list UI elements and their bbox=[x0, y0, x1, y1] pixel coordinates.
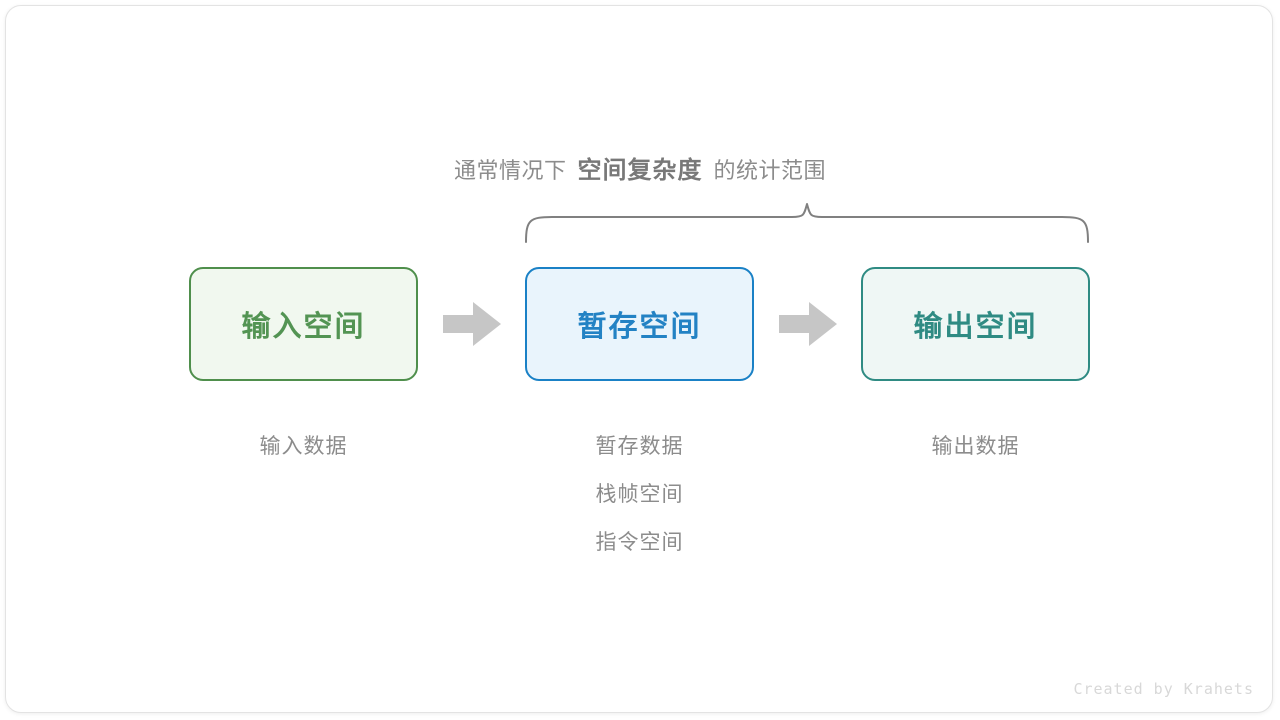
stage-box-output[interactable]: 输出空间 bbox=[861, 267, 1090, 381]
flow-arrow-temp-to-output bbox=[779, 299, 837, 349]
caption-line: 指令空间 bbox=[595, 531, 684, 554]
caption-line: 栈帧空间 bbox=[595, 483, 684, 506]
stage-box-temp-label: 暂存空间 bbox=[577, 311, 702, 343]
right-arrow-icon bbox=[443, 302, 501, 346]
stage-box-input[interactable]: 输入空间 bbox=[189, 267, 418, 381]
caption-group-temp: 暂存数据 栈帧空间 指令空间 bbox=[525, 423, 754, 567]
caption-line: 输出数据 bbox=[931, 435, 1020, 458]
stage-box-output-label: 输出空间 bbox=[913, 311, 1038, 343]
caption-line: 输入数据 bbox=[259, 435, 348, 458]
right-arrow-icon bbox=[779, 302, 837, 346]
brace-caption: 通常情况下空间复杂度的统计范围 bbox=[0, 150, 1280, 185]
stage-box-input-label: 输入空间 bbox=[241, 311, 366, 343]
caption-group-output: 输出数据 bbox=[861, 423, 1090, 471]
footer-credit: Created by Krahets bbox=[1073, 680, 1254, 698]
brace-caption-suffix: 的统计范围 bbox=[713, 158, 827, 183]
curly-brace-icon bbox=[525, 203, 1089, 243]
curly-brace bbox=[520, 198, 1095, 248]
caption-group-input: 输入数据 bbox=[189, 423, 418, 471]
caption-line: 暂存数据 bbox=[595, 435, 684, 458]
brace-caption-emphasis: 空间复杂度 bbox=[577, 157, 703, 184]
flow-arrow-input-to-temp bbox=[443, 299, 501, 349]
brace-caption-prefix: 通常情况下 bbox=[453, 158, 567, 183]
stage-box-temp[interactable]: 暂存空间 bbox=[525, 267, 754, 381]
